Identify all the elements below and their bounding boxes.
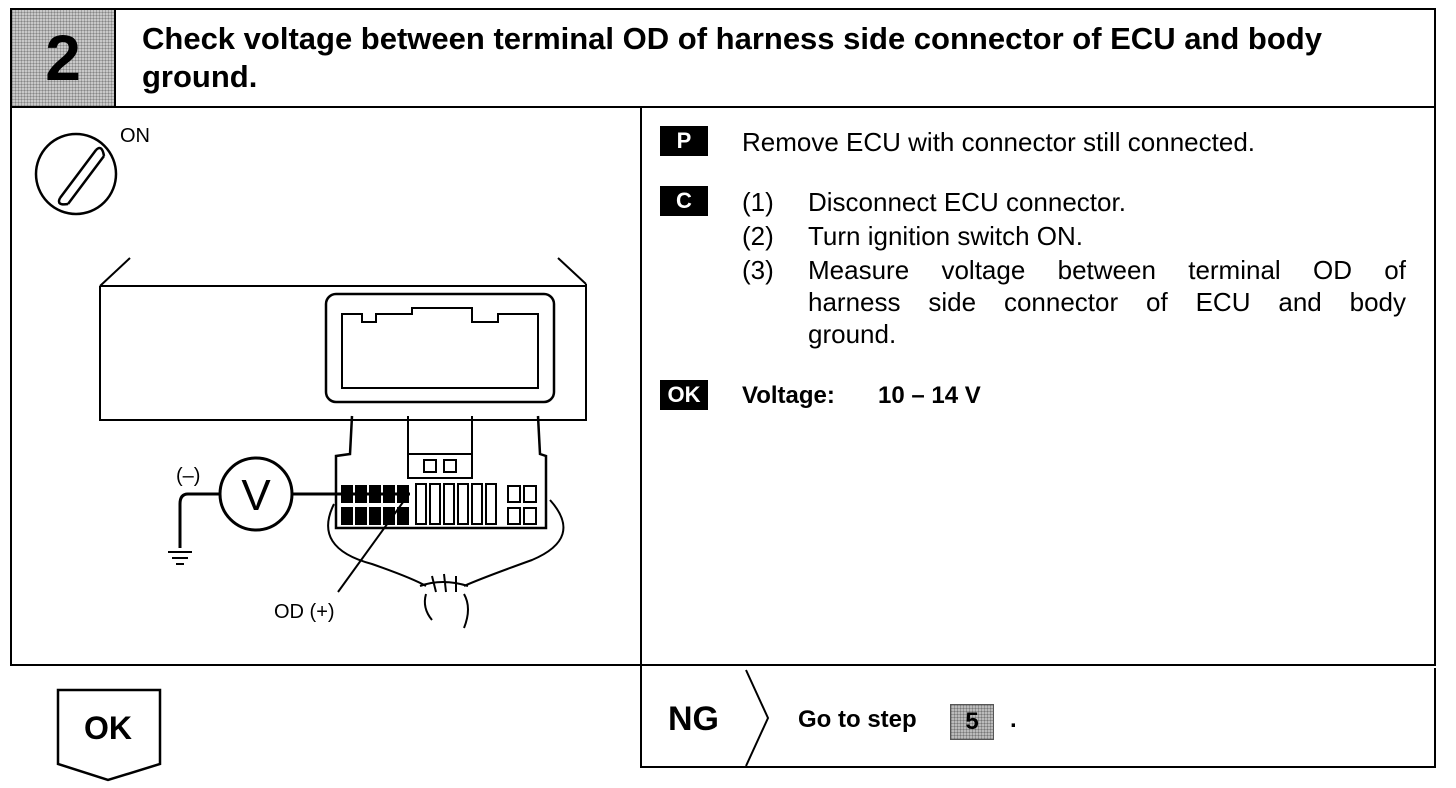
ng-chevron-icon xyxy=(745,669,770,767)
harness-connector-icon xyxy=(327,415,565,629)
voltmeter-icon: V xyxy=(218,456,294,532)
voltmeter-symbol: V xyxy=(241,471,271,520)
check-step-number: (3) xyxy=(742,255,774,285)
check-step-text: Disconnect ECU connector. xyxy=(808,187,1126,217)
column-divider xyxy=(640,106,642,768)
ng-result-box xyxy=(640,668,1436,768)
prepare-text: Remove ECU with connector still connecte… xyxy=(742,127,1256,157)
prepare-tag: P xyxy=(660,126,708,156)
step-number-box: 2 xyxy=(12,10,114,106)
check-step-text: Turn ignition switch ON. xyxy=(808,221,1084,251)
check-step-number: (1) xyxy=(742,187,774,217)
goto-period: . xyxy=(1010,706,1017,733)
step-title: Check voltage between terminal OD of har… xyxy=(142,21,1322,94)
ignition-on-label: ON xyxy=(120,125,150,147)
ground-icon xyxy=(168,551,192,565)
terminal-od-label: OD (+) xyxy=(274,601,335,623)
ok-arrow-box xyxy=(56,688,162,782)
check-step-number: (2) xyxy=(742,221,774,251)
header-divider xyxy=(10,106,1436,108)
check-step-text: ground. xyxy=(808,319,897,349)
ok-tag: OK xyxy=(660,380,708,410)
ng-result-label: NG xyxy=(668,700,719,738)
procedure-frame xyxy=(10,8,1436,666)
goto-step-link[interactable]: 5 xyxy=(950,704,994,740)
ecu-connector-diagram: ON V xyxy=(34,125,587,629)
negative-label: (–) xyxy=(176,465,200,487)
step-divider xyxy=(114,8,116,108)
check-step-text: harness side connector of ECU and body xyxy=(808,287,1406,317)
ecu-body-icon xyxy=(99,257,587,421)
ok-result-label: OK xyxy=(84,710,132,746)
ignition-switch-icon xyxy=(34,132,118,216)
goto-text: Go to step xyxy=(798,706,917,733)
voltage-value: 10 – 14 V xyxy=(878,382,981,409)
negative-lead xyxy=(178,492,220,548)
od-pointer xyxy=(337,497,407,593)
step-number: 2 xyxy=(45,22,81,94)
voltage-label: Voltage: xyxy=(742,382,835,409)
check-step-text: Measure voltage between terminal OD of xyxy=(808,255,1406,285)
check-tag: C xyxy=(660,186,708,216)
